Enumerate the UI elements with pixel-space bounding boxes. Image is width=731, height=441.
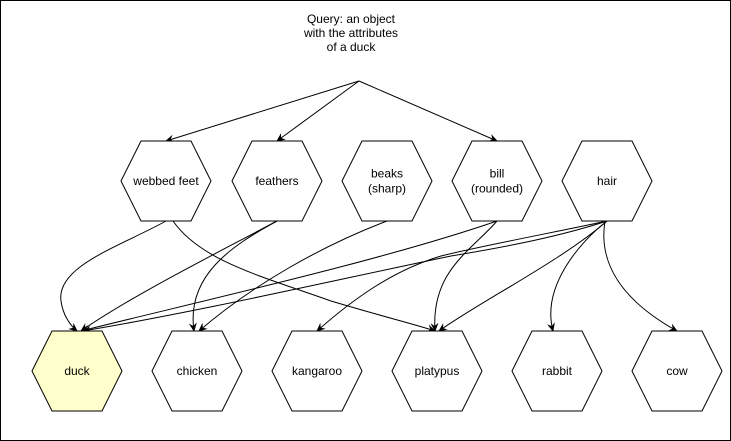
animal-node-kangaroo[interactable]: kangaroo [271,330,363,412]
animal-node-rabbit[interactable]: rabbit [511,330,603,412]
query-edge-webbed [165,80,360,143]
edge-feathers-to-chicken [188,220,278,332]
hexagon-shape [120,140,212,222]
edge-beaks-to-chicken [198,220,388,332]
attribute-node-feathers[interactable]: feathers [231,140,323,222]
hexagon-shape [561,140,653,222]
hexagon-shape [151,330,243,412]
hexagon-shape [451,140,543,222]
query-label: Query: an object with the attributes of … [303,12,399,54]
node-label: feathers [255,174,298,188]
node-label: (rounded) [471,182,523,196]
node-label: chicken [177,364,218,378]
attribute-node-bill[interactable]: bill(rounded) [451,140,543,222]
hexagon-shape [391,330,483,412]
node-label: bill [490,167,505,181]
query-edge-bill [358,80,498,142]
hexagon-shape [631,330,723,412]
edge-bill-to-platypus [430,220,498,332]
hexagon-shape [511,330,603,412]
hexagon-shape [271,330,363,412]
animal-node-cow[interactable]: cow [631,330,723,412]
node-label: (sharp) [368,182,406,196]
node-label: beaks [371,167,403,181]
node-label: hair [597,174,617,188]
animal-node-platypus[interactable]: platypus [391,330,483,412]
query-edge-feathers [276,80,360,142]
edge-bill-to-duck [80,220,498,333]
node-label: rabbit [542,364,573,378]
edge-feathers-to-duck [80,220,278,332]
edge-webbed-to-duck [60,220,167,332]
attribute-node-beaks[interactable]: beaks(sharp) [341,140,433,222]
hexagon-shape [341,140,433,222]
attribute-node-webbed[interactable]: webbed feet [120,140,212,222]
edge-hair-to-rabbit [547,220,608,332]
hexagon-shape [31,330,123,412]
node-label: kangaroo [292,364,342,378]
node-label: cow [666,364,688,378]
edge-hair-to-kangaroo [316,220,608,332]
edge-hair-to-duck [82,220,608,334]
node-label: duck [64,364,90,378]
edge-webbed-to-platypus [172,220,436,333]
hexagon-shape [231,140,323,222]
node-label: webbed feet [132,174,199,188]
animal-node-chicken[interactable]: chicken [151,330,243,412]
animal-node-duck[interactable]: duck [31,330,123,412]
edge-hair-to-cow [603,220,678,332]
edge-hair-to-platypus [438,220,608,332]
attribute-node-hair[interactable]: hair [561,140,653,222]
node-label: platypus [415,364,460,378]
